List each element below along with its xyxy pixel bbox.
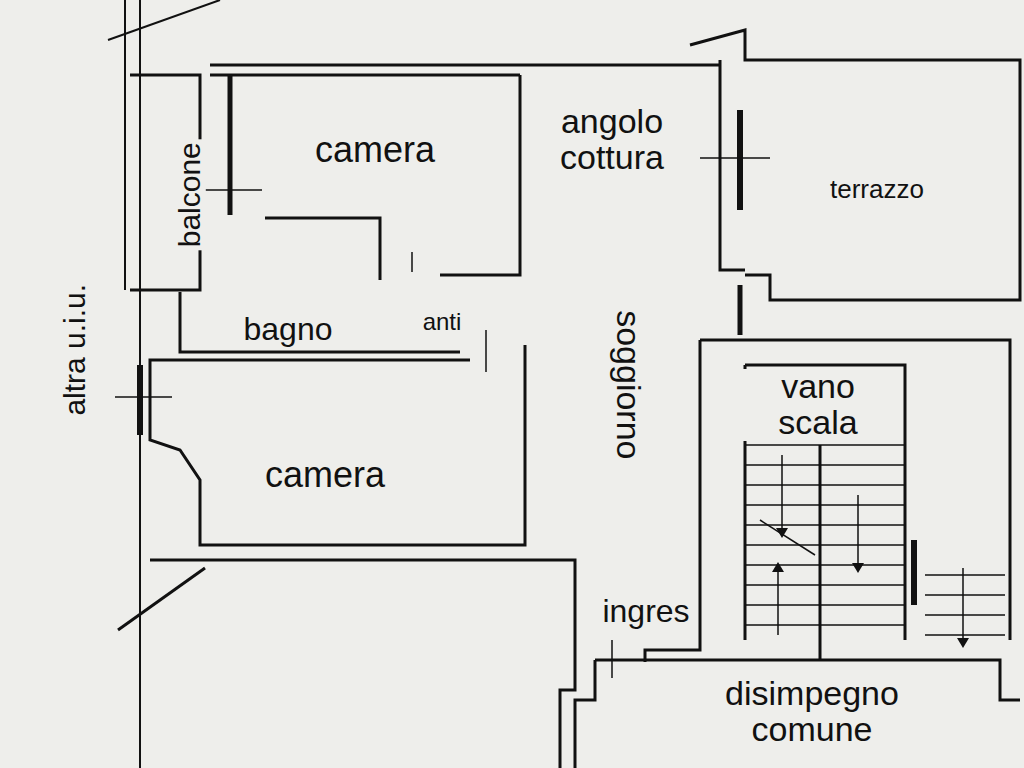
- wall: [108, 0, 220, 40]
- wall: [700, 340, 1010, 640]
- step: [745, 544, 905, 546]
- room-label: ingres: [599, 595, 692, 629]
- step: [925, 614, 1005, 616]
- wall: [575, 660, 595, 768]
- wall: [180, 292, 460, 352]
- step: [745, 564, 905, 566]
- window: [911, 540, 917, 605]
- room-label: bagno: [241, 313, 336, 347]
- step: [925, 634, 1005, 636]
- wall: [210, 64, 720, 67]
- walls: [108, 0, 1020, 768]
- window-mark: [700, 157, 770, 159]
- wall: [150, 345, 525, 545]
- door-marks: [115, 158, 770, 678]
- arrowhead: [776, 528, 788, 538]
- terrace: [690, 30, 1020, 300]
- wall: [440, 75, 520, 275]
- wall: [210, 74, 520, 77]
- arrowhead: [957, 638, 969, 648]
- step: [925, 594, 1005, 596]
- room-label: camera: [312, 131, 438, 169]
- room-label: altra u.i.u.: [59, 281, 91, 419]
- wall: [228, 75, 233, 215]
- window: [738, 285, 743, 335]
- stair-arrow: [777, 570, 779, 635]
- step: [745, 584, 905, 586]
- stair-arrow: [962, 568, 964, 640]
- room-label: disimpegno comune: [679, 676, 945, 747]
- arrowhead: [852, 563, 864, 573]
- stairs: [745, 445, 1005, 640]
- room-label: anti: [420, 309, 465, 334]
- step: [745, 484, 905, 486]
- wall: [720, 60, 745, 270]
- door-mark: [485, 330, 487, 372]
- arrowheads: [772, 528, 969, 648]
- window-mark: [115, 396, 172, 398]
- room-label: camera: [262, 456, 388, 494]
- room-label: angolo cottura: [529, 104, 695, 175]
- step: [745, 604, 905, 606]
- stair-arrow: [857, 495, 859, 565]
- arrowhead: [772, 562, 784, 572]
- step: [745, 504, 905, 506]
- step: [745, 444, 905, 446]
- window: [137, 365, 143, 435]
- door-mark: [411, 252, 413, 272]
- stair-arrow: [781, 455, 783, 530]
- step: [745, 624, 905, 626]
- window: [737, 110, 743, 210]
- step: [925, 574, 1005, 576]
- window-mark: [205, 189, 262, 191]
- step: [745, 464, 905, 466]
- wall: [124, 0, 126, 290]
- room-label: balcone: [174, 139, 206, 250]
- door-mark: [611, 640, 613, 678]
- wall: [265, 218, 380, 280]
- stair-cut: [760, 520, 815, 555]
- wall: [118, 568, 205, 630]
- wall: [150, 560, 575, 768]
- room-label: terrazzo: [827, 176, 927, 203]
- wall: [139, 0, 141, 768]
- room-label: vano scala: [743, 369, 894, 440]
- room-label: soggiorno: [610, 307, 646, 462]
- stair-divider: [819, 445, 822, 660]
